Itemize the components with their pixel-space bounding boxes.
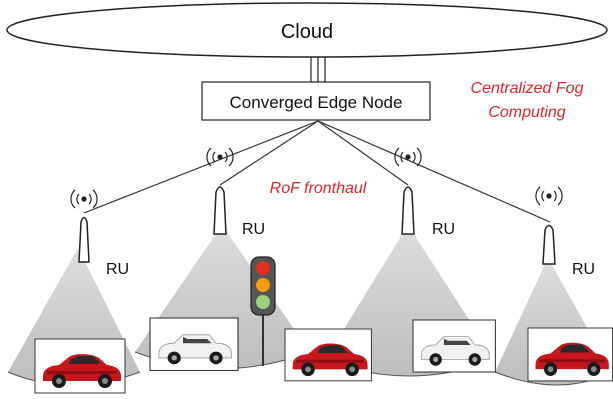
wireless-signal-icon bbox=[70, 189, 98, 209]
vehicle-3 bbox=[284, 328, 372, 382]
vehicle-5 bbox=[527, 327, 613, 382]
antenna-icon bbox=[213, 186, 227, 235]
edge-node-box bbox=[201, 81, 431, 121]
ru-label: RU bbox=[242, 221, 265, 238]
red-car-icon bbox=[34, 338, 126, 394]
vehicle-4 bbox=[412, 319, 496, 373]
ru-label: RU bbox=[432, 221, 455, 238]
antenna-icon bbox=[542, 224, 556, 265]
white-car-icon bbox=[149, 317, 239, 372]
radio-unit-3: RU bbox=[394, 147, 455, 238]
centralized-fog-label-line1: Centralized Fog bbox=[471, 80, 584, 97]
ru-label: RU bbox=[106, 261, 129, 278]
wireless-signal-icon bbox=[394, 147, 422, 167]
wireless-signal-icon bbox=[535, 186, 563, 206]
antenna-icon bbox=[78, 216, 90, 263]
radio-unit-4: RU bbox=[535, 186, 595, 278]
red-light bbox=[256, 261, 270, 275]
red-car-icon bbox=[284, 328, 372, 382]
antenna-icon bbox=[401, 186, 415, 235]
radio-unit-2: RU bbox=[206, 147, 265, 238]
orange-light bbox=[256, 278, 270, 292]
cloud-ellipse bbox=[6, 2, 608, 58]
green-light bbox=[256, 295, 270, 309]
cloud-label: Cloud bbox=[281, 21, 333, 43]
vehicle-2 bbox=[149, 317, 239, 372]
wireless-signal-icon bbox=[206, 147, 234, 167]
traffic-light-icon bbox=[250, 256, 276, 366]
red-car-icon bbox=[527, 327, 613, 382]
radio-unit-1: RU bbox=[70, 189, 129, 278]
fronthaul-links bbox=[83, 120, 551, 223]
cloud-edge-link bbox=[310, 57, 326, 82]
white-car-icon bbox=[412, 319, 496, 373]
vehicle-1 bbox=[34, 338, 126, 394]
rof-fronthaul-label: RoF fronthaul bbox=[270, 180, 367, 197]
centralized-fog-label-line2: Computing bbox=[488, 104, 565, 121]
ru-label: RU bbox=[572, 261, 595, 278]
edge-node-label: Converged Edge Node bbox=[230, 93, 403, 112]
